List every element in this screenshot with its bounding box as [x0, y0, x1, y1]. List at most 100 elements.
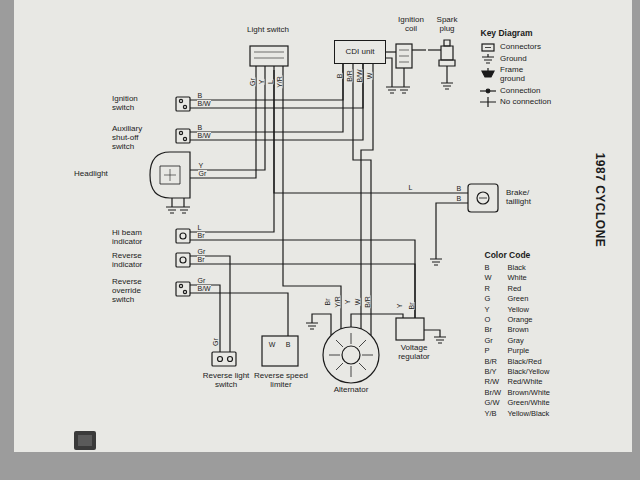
table-cell: White [507, 274, 527, 282]
taillight-filament [479, 198, 487, 199]
component-box: CDI unit [334, 40, 386, 64]
ignition-coil-symbol [396, 44, 412, 68]
alternator-rotor [342, 346, 360, 364]
wire-color-label: Y/R [333, 296, 340, 309]
ground-wire [436, 193, 468, 256]
legend-text: Connection [500, 86, 540, 95]
table-cell: B/R [484, 358, 498, 366]
connector-pin [183, 105, 186, 108]
connector-pin [228, 357, 233, 362]
ground-symbol [434, 334, 446, 343]
table-cell: Yellow [507, 306, 529, 314]
wire-color-label: Gr [212, 338, 219, 347]
connector-pin [218, 357, 223, 362]
table-cell: B [484, 264, 490, 272]
ground-symbol [441, 80, 453, 89]
table-cell: Black/Red [507, 358, 542, 366]
wire [194, 285, 220, 352]
ground-key [482, 54, 494, 63]
table-cell: Brown/White [507, 389, 551, 397]
legend-entry: Frame ground [500, 66, 532, 84]
paper [14, 0, 632, 452]
section-heading: Key Diagram [480, 29, 533, 38]
wire-color-label: B/W [197, 285, 211, 292]
wire-color-label: W [365, 72, 372, 80]
wire-color-label: B [456, 185, 462, 192]
wire-color-label: Y [343, 299, 350, 305]
wire [194, 240, 415, 318]
section-heading: Color Code [484, 251, 531, 260]
connector-symbol [176, 129, 190, 143]
component-label: Reverse indicator [112, 252, 158, 270]
component-label: Ignition switch [112, 95, 158, 113]
component-symbols [150, 40, 498, 383]
connector-pin [183, 290, 186, 293]
wire-color-label: Br [407, 302, 414, 310]
pin-stub [256, 66, 283, 70]
spark-plug-cap [444, 40, 450, 46]
component-area: Hi beam indicator [112, 227, 194, 249]
component-area: Spark plug [432, 16, 464, 86]
table-cell: Yellow/Black [507, 410, 550, 418]
connector-pin [179, 131, 182, 134]
ground-wire [312, 314, 331, 320]
wire [283, 70, 341, 320]
ground-symbol [306, 320, 318, 329]
taillight-bulb [477, 192, 489, 204]
wire [196, 70, 256, 178]
reverse-light-switch-symbol [212, 352, 236, 366]
connector-key [485, 47, 491, 48]
table-cell: Orange [507, 316, 533, 324]
wire-color-label: B/W [355, 69, 362, 83]
component-area: Ignition coil [396, 16, 428, 74]
component-label: Hi beam indicator [112, 229, 158, 247]
frame-ground-key [482, 68, 494, 77]
wire-color-label: W [353, 298, 360, 306]
ground-symbol [430, 256, 442, 265]
table-cell: Y [484, 306, 490, 314]
wire-color-label: Y [395, 303, 402, 309]
light-switch-symbol [250, 46, 288, 66]
connector-symbol [176, 253, 190, 267]
pin-stub [331, 320, 371, 335]
table-cell: O [484, 316, 491, 324]
table-cell: Purple [507, 347, 530, 355]
wire [194, 70, 274, 232]
ground-wire [403, 68, 404, 84]
spark-plug-body [441, 46, 453, 60]
wire-color-label: Gr [197, 277, 206, 284]
headlight-symbol [150, 152, 190, 198]
ground-wire [386, 58, 392, 84]
light-switch-detail [254, 52, 284, 58]
component-area: Auxiliary shut-off switch [112, 124, 194, 154]
wire-color-label: B [335, 73, 342, 79]
connection-dot [486, 89, 490, 93]
alternator-symbol [323, 327, 379, 383]
component-area: Headlight [70, 150, 196, 202]
wire-color-label: L [197, 224, 202, 231]
pin-stub [190, 232, 194, 240]
spark-plug-hex [439, 60, 455, 66]
component-label: Spark plug [432, 16, 462, 34]
wire [194, 293, 288, 336]
ground-symbol [178, 204, 190, 213]
wire-color-label: B/W [197, 132, 211, 139]
indicator-lamp [180, 233, 186, 239]
connector-symbol [176, 97, 190, 111]
component-label: Auxiliary shut-off switch [112, 125, 158, 151]
wire-color-label: Br [323, 298, 330, 306]
wire [353, 64, 371, 320]
wire [194, 264, 415, 318]
coil-detail [399, 50, 409, 62]
wire-color-label: B [285, 341, 291, 348]
wire-color-label: Gr [198, 170, 207, 177]
connector-symbol [176, 282, 190, 296]
no-connection-key [480, 97, 496, 107]
wire-color-label: W [268, 341, 276, 348]
component-area: Reverse speed limiter [254, 336, 310, 396]
table-cell: Green [507, 295, 529, 303]
table-cell: Green/White [507, 399, 550, 407]
headlight-bulb [160, 166, 180, 184]
legend-entry: Connection [500, 87, 540, 96]
component-area: Brake/ taillight [466, 180, 556, 216]
